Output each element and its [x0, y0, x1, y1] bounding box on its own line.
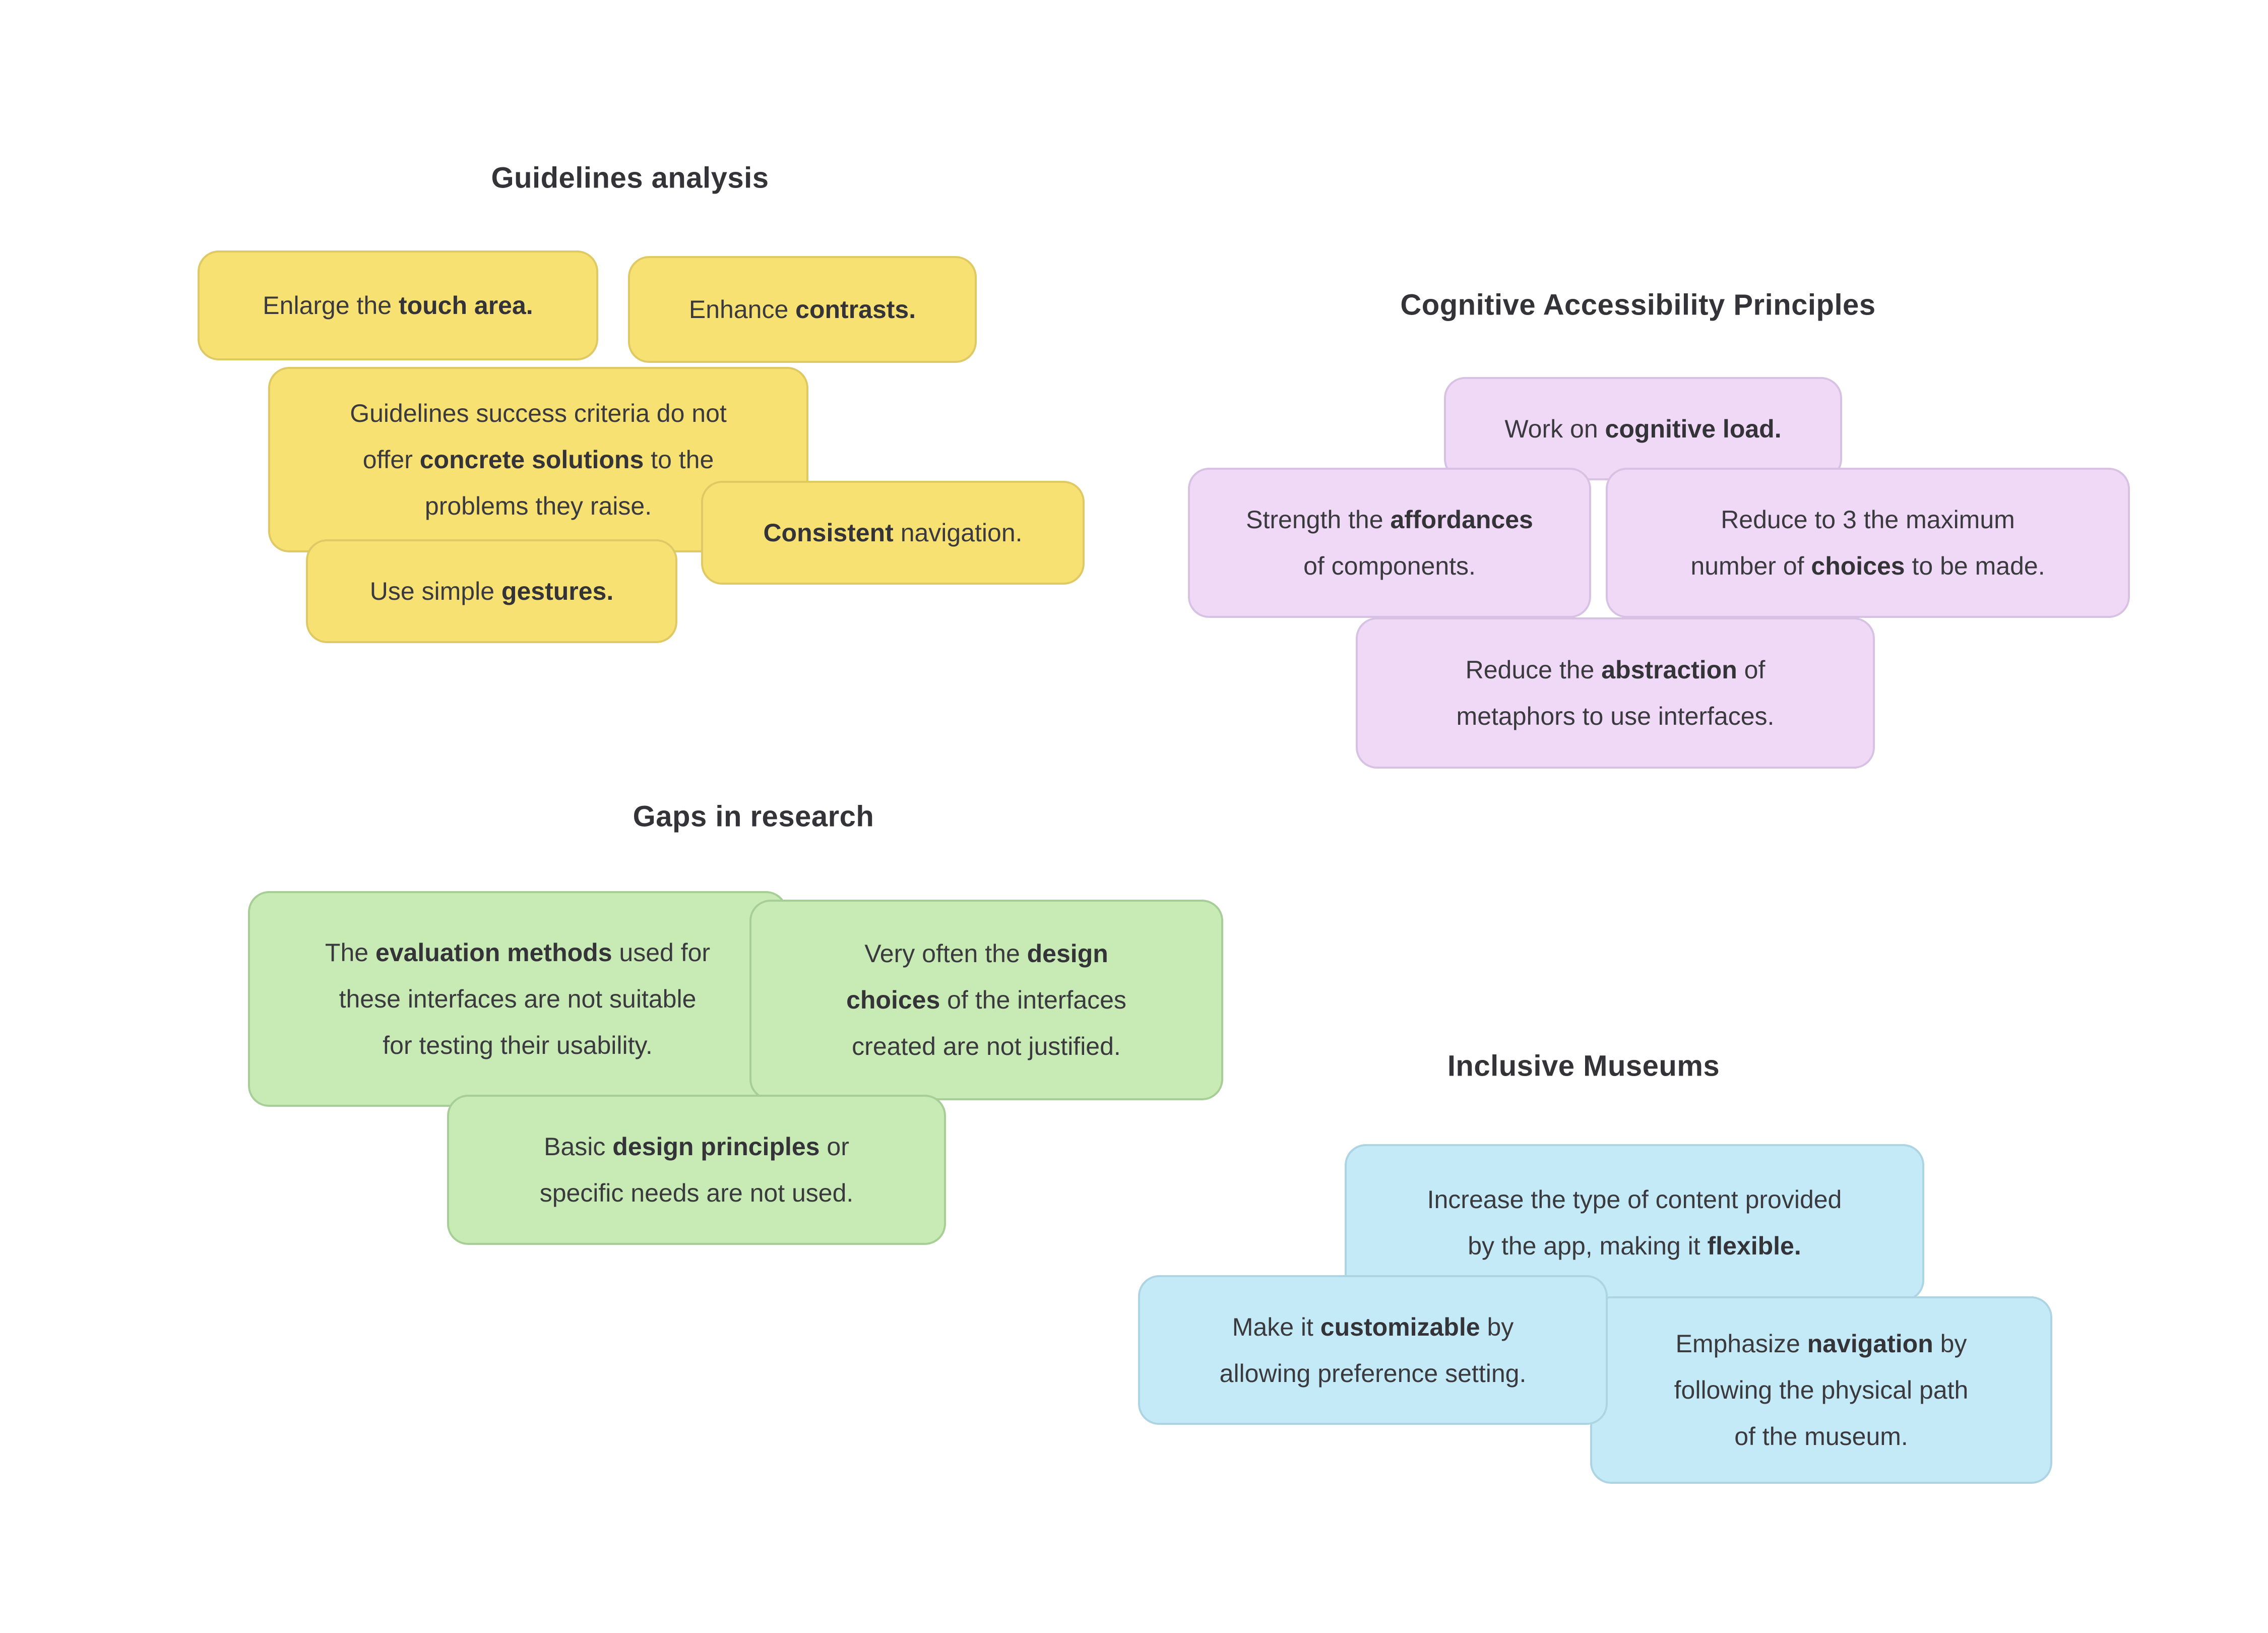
sticky-note-guidelines-analysis-4[interactable]: Consistent navigation. — [701, 481, 1085, 585]
group-title-inclusive-museums[interactable]: Inclusive Museums — [1447, 1049, 1720, 1083]
sticky-note-guidelines-analysis-2[interactable]: Enlarge the touch area. — [198, 250, 598, 360]
sticky-note-text: Work on cognitive load. — [1504, 414, 1782, 443]
group-title-guidelines-analysis[interactable]: Guidelines analysis — [491, 161, 769, 195]
sticky-note-guidelines-analysis-5[interactable]: Use simple gestures. — [306, 539, 677, 643]
sticky-note-text: Use simple gestures. — [369, 577, 614, 605]
group-title-cognitive-accessibility-principles[interactable]: Cognitive Accessibility Principles — [1400, 288, 1876, 322]
sticky-note-text: Enhance contrasts. — [688, 295, 916, 324]
group-title-gaps-in-research[interactable]: Gaps in research — [633, 800, 874, 833]
sticky-note-text: Consistent navigation. — [763, 519, 1023, 547]
sticky-note-text: Enlarge the touch area. — [263, 291, 533, 320]
sticky-note-guidelines-analysis-3[interactable]: Enhance contrasts. — [628, 256, 977, 363]
sticky-note-cognitive-accessibility-principles-1[interactable]: Work on cognitive load. — [1444, 377, 1842, 480]
